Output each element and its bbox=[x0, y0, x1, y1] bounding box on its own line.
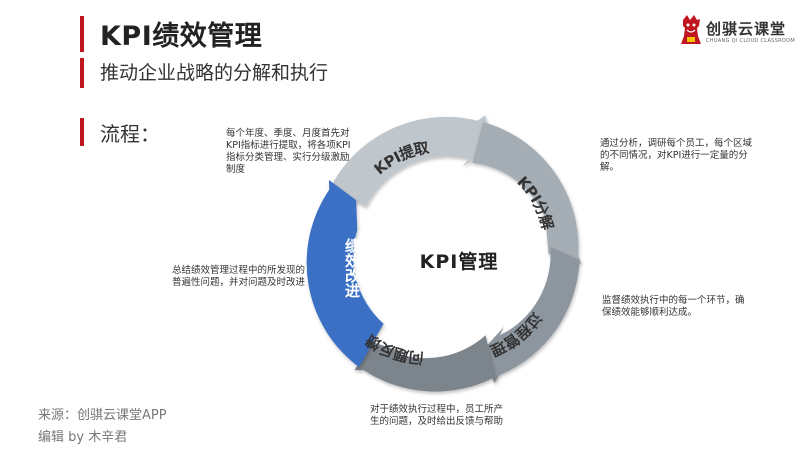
note-performance-improve: 总结绩效管理过程中的所发现的普遍性问题，并对问题及时改进 bbox=[172, 265, 306, 288]
center-label: KPI管理 bbox=[420, 250, 499, 273]
brand-name: 创骐云课堂 bbox=[706, 20, 787, 38]
page-subtitle: 推动企业战略的分解和执行 bbox=[100, 62, 329, 84]
brand-name-en: CHUANG QI CLOUD CLASSROOM bbox=[706, 38, 795, 44]
flow-label: 流程： bbox=[100, 122, 160, 146]
subtitle-accent-bar bbox=[80, 58, 84, 88]
title-accent-bar bbox=[80, 16, 84, 52]
page-title: KPI绩效管理 bbox=[100, 21, 263, 52]
segment-process-mgmt bbox=[480, 247, 580, 384]
segment-label-performance-improve: 绩效改进 bbox=[343, 237, 361, 298]
note-process-mgmt: 监督绩效执行中的每一个环节，确保绩效能够顺利达成。 bbox=[602, 295, 745, 318]
segment-kpi-extract bbox=[329, 115, 492, 207]
segment-performance-improve bbox=[306, 180, 384, 368]
segment-kpi-decompose bbox=[472, 122, 581, 264]
source-credit: 来源：创骐云课堂APP bbox=[38, 408, 167, 423]
note-kpi-extract: 每个年度、季度、月度首先对KPI指标进行提取，将各项KPI指标分类管理、实行分级… bbox=[226, 128, 351, 175]
segment-problem-feedback bbox=[354, 335, 495, 392]
mascot-icon bbox=[681, 15, 701, 44]
brand-logo: 创骐云课堂 CHUANG QI CLOUD CLASSROOM bbox=[678, 14, 795, 50]
editor-credit: 编辑 by 木辛君 bbox=[38, 430, 128, 445]
note-problem-feedback: 对于绩效执行过程中，员工所产生的问题，及时给出反馈与帮助 bbox=[370, 404, 504, 427]
note-kpi-decompose: 通过分析，调研每个员工，每个区域的不同情况，对KPI进行一定量的分解。 bbox=[600, 138, 753, 173]
flow-accent-bar bbox=[80, 118, 84, 146]
